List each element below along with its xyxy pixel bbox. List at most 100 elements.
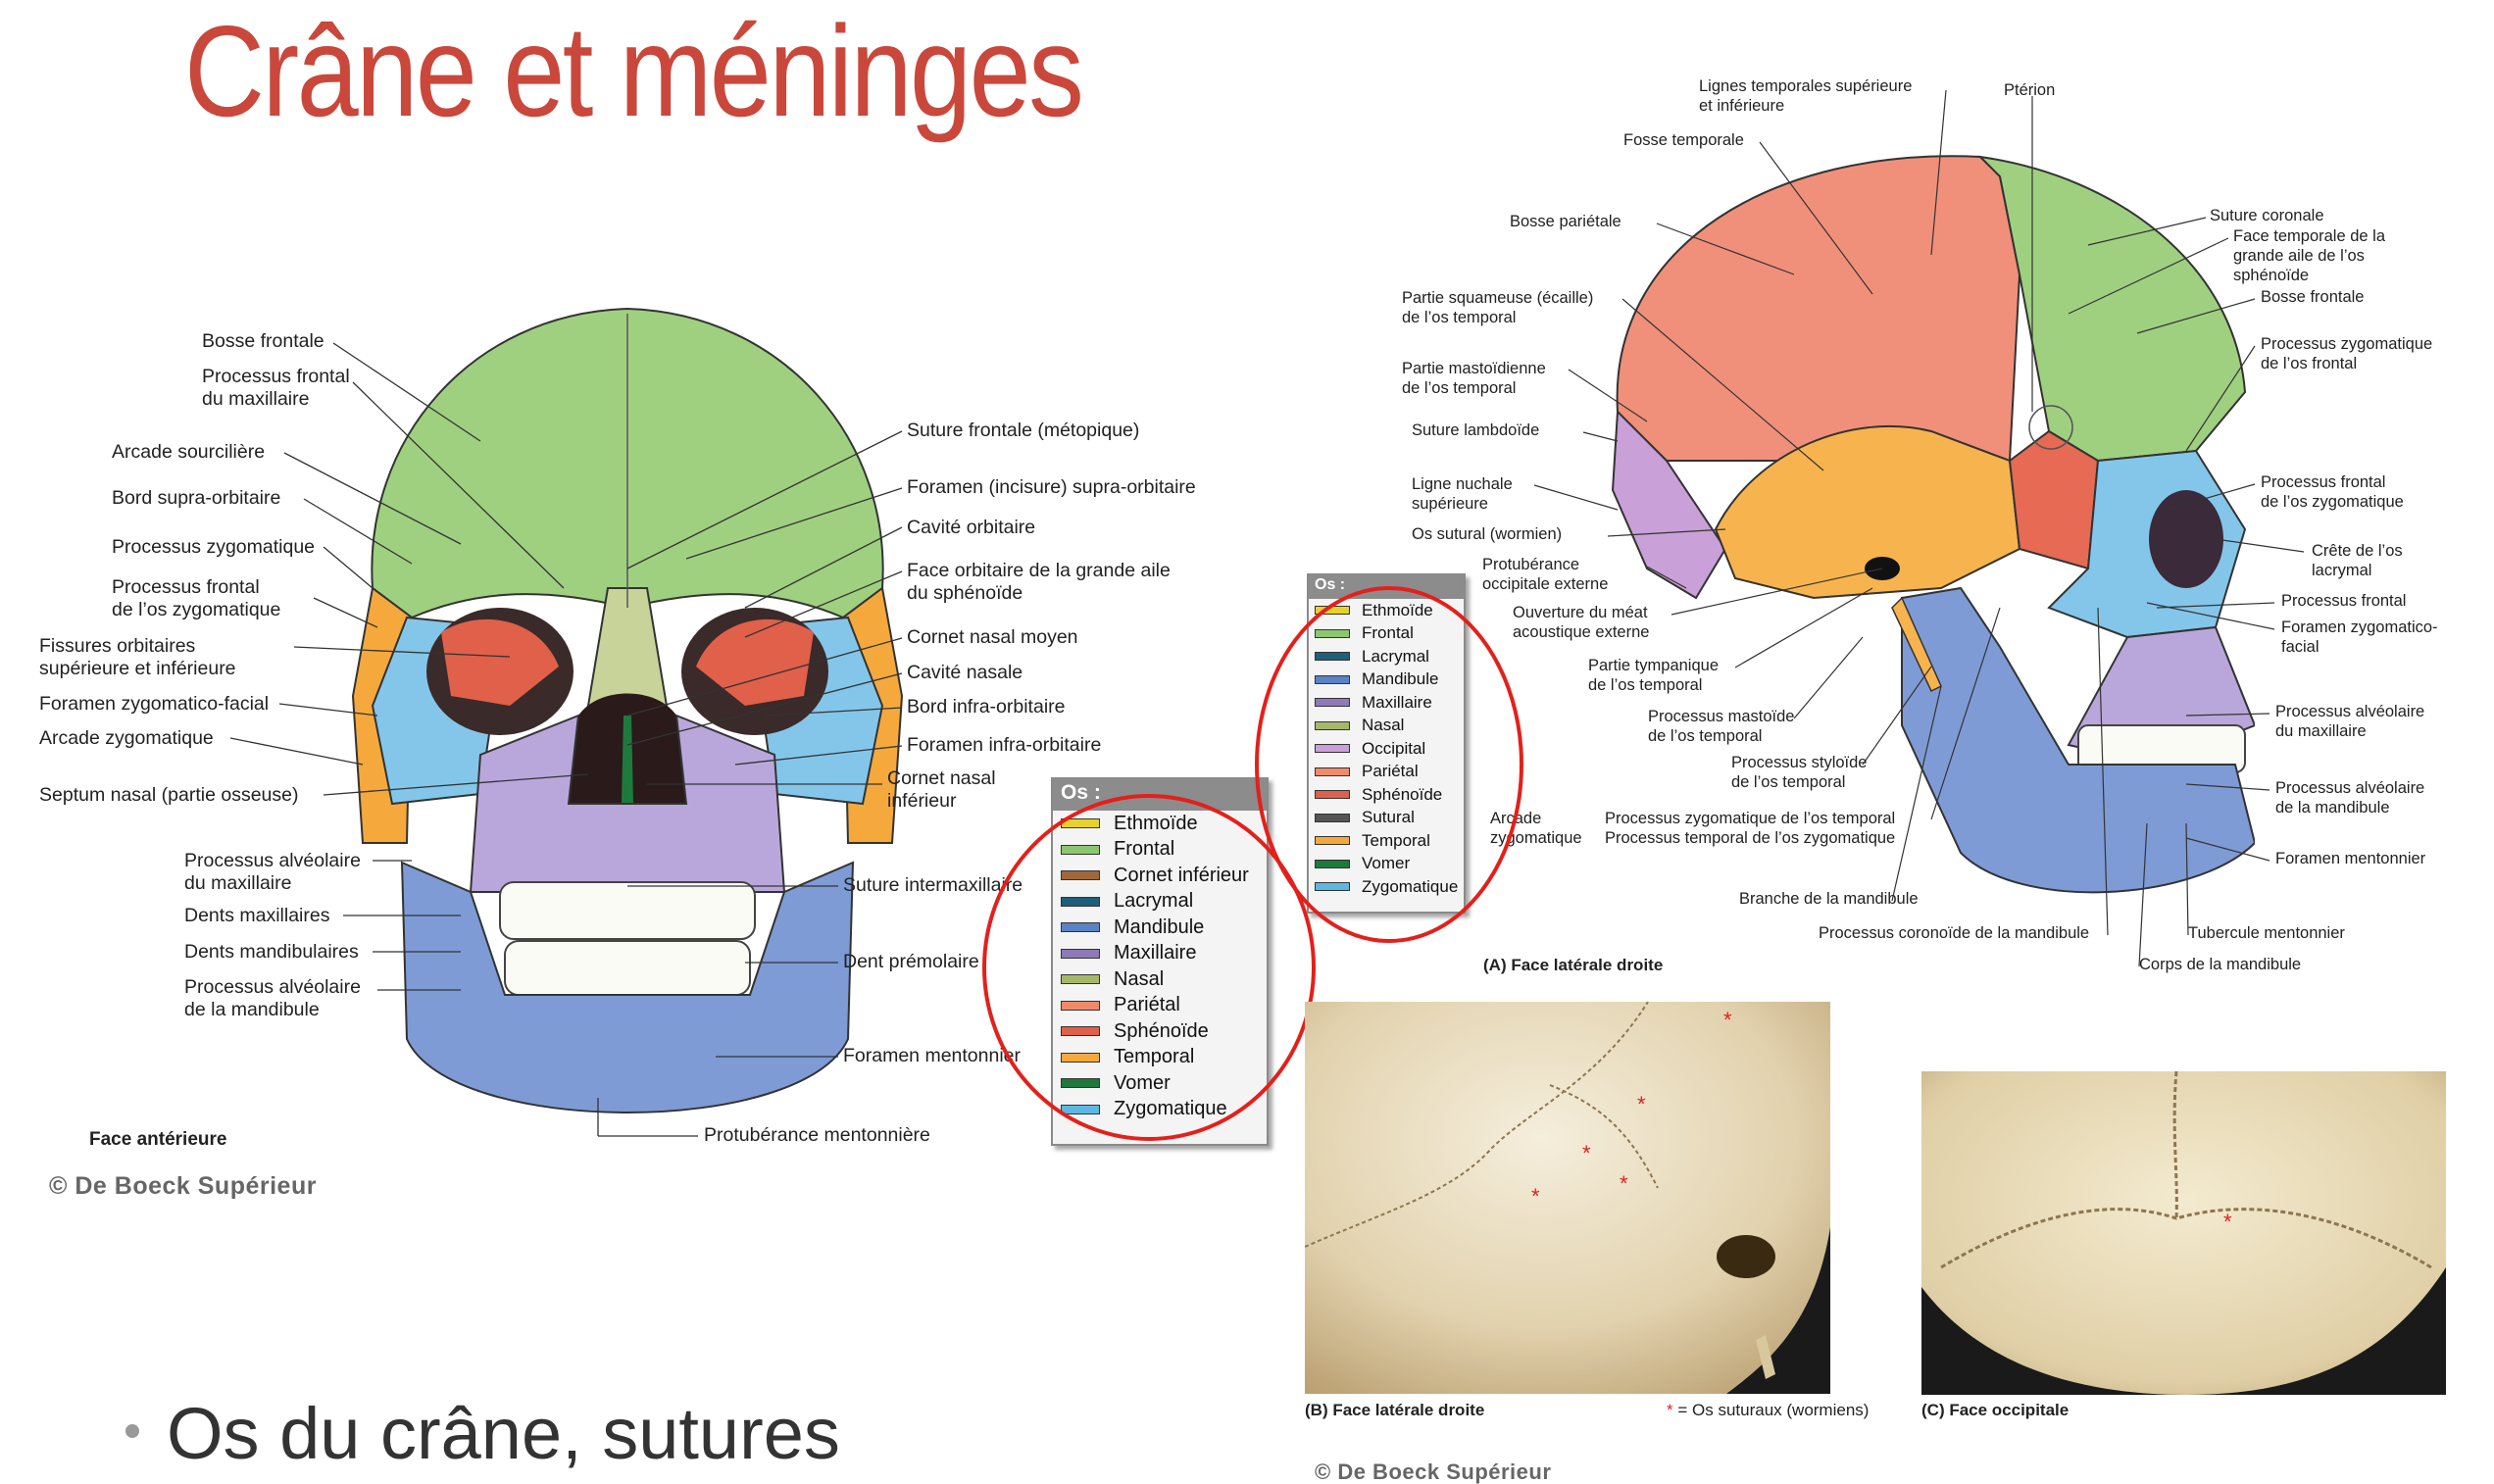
legend-star-symbol: * bbox=[1667, 1401, 1673, 1419]
legend-item-temporal: Temporal bbox=[1053, 1045, 1267, 1071]
label-processus-temporal-zygomatique: Processus temporal de l’os zygomatique bbox=[1605, 829, 1896, 847]
label-crete-lacrymal-2: lacrymal bbox=[2312, 562, 2372, 579]
label-partie-tympanique: Partie tympanique bbox=[1588, 657, 1719, 674]
legend-label: Mandibule bbox=[1114, 915, 1205, 938]
legend-swatch bbox=[1315, 628, 1350, 638]
legend-swatch bbox=[1061, 1052, 1100, 1063]
label-foramen-mentonnier-lat: Foramen mentonnier bbox=[2275, 850, 2426, 867]
caption-photo-c: (C) Face occipitale bbox=[1921, 1401, 2070, 1419]
legend-item-maxillaire: Maxillaire bbox=[1053, 941, 1267, 967]
legend-star-text: = Os suturaux (wormiens) bbox=[1677, 1401, 1870, 1419]
legend-swatch bbox=[1315, 767, 1350, 776]
highlight-circle-lateral bbox=[1255, 586, 1523, 943]
caption-face-anterieure: Face antérieure bbox=[89, 1129, 227, 1150]
label-processus-alveolaire-maxillaire: Processus alvéolaire bbox=[184, 850, 361, 871]
label-crete-lacrymal: Crête de l’os bbox=[2312, 542, 2403, 560]
label-foramen-zygomatico-facial: Foramen zygomatico-facial bbox=[39, 693, 270, 715]
label-ouverture-meat-2: acoustique externe bbox=[1513, 623, 1650, 641]
legend-item-occipital: Occipital bbox=[1309, 737, 1464, 761]
label-os-sutural: Os sutural (wormien) bbox=[1412, 525, 1563, 543]
label-processus-frontal-zygo-lat: Processus frontal bbox=[2261, 473, 2386, 491]
legend-label: Sphénoïde bbox=[1362, 784, 1443, 804]
label-ligne-nuchale: Ligne nuchale bbox=[1412, 475, 1513, 493]
wormian-star-4: * bbox=[1620, 1171, 1628, 1196]
legend-swatch bbox=[1061, 922, 1100, 933]
legend-swatch bbox=[1315, 652, 1350, 662]
label-fosse-temporale: Fosse temporale bbox=[1623, 131, 1744, 149]
label-face-temporale: Face temporale de la bbox=[2233, 227, 2386, 245]
wormian-star-2: * bbox=[1637, 1092, 1646, 1116]
legend-item-vomer: Vomer bbox=[1053, 1070, 1267, 1097]
label-foramen-supra-orbitaire: Foramen (incisure) supra-orbitaire bbox=[907, 476, 1196, 498]
legend-item-nasal: Nasal bbox=[1053, 966, 1267, 993]
wormian-star-occipital: * bbox=[2223, 1210, 2232, 1234]
label-processus-frontal-zygomatique: Processus frontal bbox=[112, 576, 260, 598]
label-bord-infra-orbitaire: Bord infra-orbitaire bbox=[907, 696, 1066, 717]
legend-label: Sutural bbox=[1362, 808, 1415, 827]
label-dents-maxillaires: Dents maxillaires bbox=[184, 905, 330, 926]
label-processus-mastoide-2: de l’os temporal bbox=[1648, 727, 1763, 745]
caption-photo-b-note: * = Os suturaux (wormiens) bbox=[1667, 1401, 1869, 1420]
legend-swatch bbox=[1061, 1104, 1100, 1114]
legend-swatch bbox=[1315, 813, 1350, 822]
label-tubercule-mentonnier: Tubercule mentonnier bbox=[2188, 924, 2345, 942]
legend-item-parietal: Pariétal bbox=[1053, 993, 1267, 1019]
label-cavite-orbitaire: Cavité orbitaire bbox=[907, 517, 1036, 538]
legend-item-vomer: Vomer bbox=[1309, 853, 1464, 876]
label-processus-frontal-maxillaire: Processus frontal bbox=[202, 366, 350, 387]
label-cornet-nasal-inferieur-2: inférieur bbox=[887, 790, 957, 812]
legend-swatch bbox=[1061, 896, 1100, 907]
legend-title: Os : bbox=[1053, 779, 1267, 811]
label-protuberance-mentonniere: Protubérance mentonnière bbox=[704, 1124, 930, 1146]
label-septum-nasal: Septum nasal (partie osseuse) bbox=[39, 784, 299, 806]
legend-swatch bbox=[1315, 698, 1350, 708]
label-foramen-mentonnier: Foramen mentonnier bbox=[843, 1045, 1022, 1066]
label-cornet-nasal-inferieur: Cornet nasal bbox=[887, 767, 996, 789]
label-corps-mandibule: Corps de la mandibule bbox=[2139, 956, 2302, 973]
bullet-dot bbox=[125, 1424, 139, 1439]
label-cornet-nasal-moyen: Cornet nasal moyen bbox=[907, 626, 1078, 648]
legend-item-frontal: Frontal bbox=[1053, 837, 1267, 864]
legend-label: Nasal bbox=[1362, 716, 1405, 735]
label-suture-coronale: Suture coronale bbox=[2210, 207, 2324, 224]
legend-label: Sphénoïde bbox=[1114, 1019, 1209, 1042]
label-foramen-zygomatico-facial-lat-2: facial bbox=[2281, 638, 2319, 656]
legend-item-lacrymal: Lacrymal bbox=[1309, 645, 1464, 668]
label-processus-styloide: Processus styloïde bbox=[1731, 754, 1868, 771]
label-arcade-sourciliere: Arcade sourcilière bbox=[112, 441, 266, 463]
legend-title-small: Os : bbox=[1309, 575, 1464, 599]
label-suture-frontale: Suture frontale (métopique) bbox=[907, 420, 1140, 441]
label-processus-frontal-zygo-lat-2: de l’os zygomatique bbox=[2261, 493, 2404, 511]
label-processus-zygomatique-frontal-2: de l’os frontal bbox=[2261, 355, 2358, 372]
legend-label: Zygomatique bbox=[1114, 1098, 1227, 1120]
label-processus-frontal-lat: Processus frontal bbox=[2281, 592, 2407, 610]
legend-swatch bbox=[1315, 859, 1350, 868]
legend-label: Temporal bbox=[1114, 1046, 1195, 1068]
legend-label: Vomer bbox=[1114, 1071, 1171, 1094]
legend-label: Occipital bbox=[1362, 738, 1426, 758]
label-face-orbitaire: Face orbitaire de la grande aile bbox=[907, 560, 1171, 581]
legend-item-sutural: Sutural bbox=[1309, 807, 1464, 830]
legend-swatch bbox=[1315, 882, 1350, 892]
legend-label: Maxillaire bbox=[1114, 942, 1197, 965]
legend-item-parietal: Pariétal bbox=[1309, 761, 1464, 784]
label-cavite-nasale: Cavité nasale bbox=[907, 662, 1023, 683]
label-foramen-zygomatico-facial-lat: Foramen zygomatico- bbox=[2281, 618, 2438, 636]
legend-swatch bbox=[1061, 948, 1100, 959]
wormian-star-5: * bbox=[1531, 1184, 1540, 1209]
label-partie-mastoidienne-2: de l’os temporal bbox=[1402, 379, 1517, 397]
label-processus-frontal-zygomatique-2: de l’os zygomatique bbox=[112, 599, 281, 620]
legend-label: Zygomatique bbox=[1362, 876, 1459, 896]
highlight-circle-anterior bbox=[982, 794, 1316, 1141]
legend-swatch bbox=[1315, 674, 1350, 684]
lateral-skull-illustration bbox=[1611, 155, 2255, 894]
label-ouverture-meat: Ouverture du méat bbox=[1513, 604, 1648, 621]
legend-swatch bbox=[1061, 974, 1100, 985]
legend-swatch bbox=[1061, 1078, 1100, 1089]
label-arcade-zygomatique: Arcade zygomatique bbox=[39, 727, 214, 749]
label-processus-alveolaire-mandibule-2: de la mandibule bbox=[184, 999, 320, 1020]
legend-label: Ethmoïde bbox=[1114, 812, 1198, 834]
